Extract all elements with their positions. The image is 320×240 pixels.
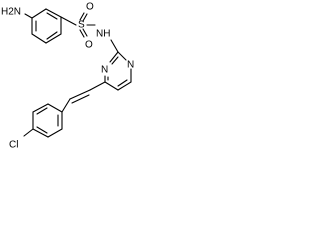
chemical-structure-diagram: H2N S O O NH N N Cl <box>1 2 134 151</box>
bond <box>61 98 71 113</box>
bond <box>45 33 62 44</box>
bond <box>45 8 62 18</box>
bond <box>36 126 48 134</box>
bond <box>46 12 58 20</box>
chlorine-label: Cl <box>9 140 18 151</box>
bond <box>82 13 88 22</box>
bond <box>82 28 88 37</box>
bond <box>32 103 49 113</box>
bond <box>69 89 91 100</box>
bond <box>79 12 85 21</box>
sulfonamide-nh-label: NH <box>96 29 110 40</box>
bond <box>117 81 132 91</box>
bond <box>47 103 63 113</box>
bond <box>110 39 119 53</box>
bond <box>117 79 128 87</box>
bond <box>117 51 127 61</box>
bond <box>104 81 119 91</box>
bond <box>32 128 49 138</box>
bond <box>79 29 85 38</box>
bond <box>111 56 119 65</box>
sulfonyl-oxygen-upper-label: O <box>86 2 94 13</box>
atom-label-layer: H2N S O O NH N N Cl <box>1 2 134 151</box>
bond <box>31 8 47 19</box>
sulfur-label: S <box>78 20 85 31</box>
sulfonyl-oxygen-lower-label: O <box>85 40 93 51</box>
bond <box>71 94 90 104</box>
bond <box>23 128 34 137</box>
bond-layer <box>23 8 132 138</box>
bond <box>109 51 119 63</box>
bond <box>24 13 33 19</box>
bond <box>31 33 47 44</box>
bond <box>60 16 77 26</box>
pyrimidine-n-top-label: N <box>127 60 134 71</box>
bond <box>36 107 48 115</box>
pyrimidine-n-lower-label: N <box>101 65 108 76</box>
amine-label: H2N <box>1 7 21 18</box>
bond <box>89 81 106 91</box>
bond <box>47 128 63 138</box>
bond <box>46 31 58 40</box>
